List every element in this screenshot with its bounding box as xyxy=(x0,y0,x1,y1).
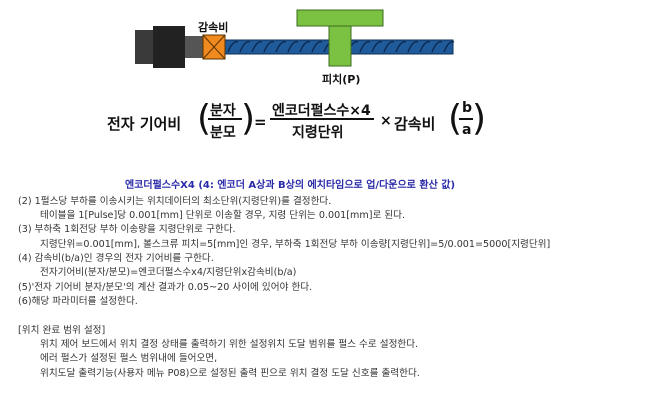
table-block xyxy=(296,9,384,67)
electronic-gear-formula: 전자 기어비 ( 분자 분모 ) = 엔코더펄스수×4 지령단위 × 감속비 (… xyxy=(107,98,487,141)
formula-ratio-label: 감속비 xyxy=(394,115,436,133)
frac3-denominator: a xyxy=(462,122,472,138)
formula-equals: = xyxy=(254,113,267,131)
section-line-3: 위치도달 출력기능(사용자 메뉴 P08)으로 설정된 출력 핀으로 위치 결정… xyxy=(40,368,420,379)
section-heading: [위치 완료 범위 설정] xyxy=(18,325,106,336)
step-6: (6)해당 파라미터를 설정한다. xyxy=(18,296,138,307)
motor xyxy=(135,26,203,68)
screw-shaft xyxy=(202,39,455,55)
frac1-denominator: 분모 xyxy=(210,125,236,141)
step-4-detail: 전자기어비(분자/분모)=엔코더펄스수x4/지령단위x감속비(b/a) xyxy=(40,267,297,278)
encoder-note: 엔코더펄스수X4 (4: 엔코더 A상과 B상의 에치타임으로 업/다운으로 환… xyxy=(124,180,456,191)
section-line-2: 에러 펄스가 설정된 펄스 범위내에 들어오면, xyxy=(40,353,218,364)
formula-times: × xyxy=(380,113,392,129)
step-2: (2) 1펄스당 부하를 이송시키는 위치데이터의 최소단위(지령단위)를 결정… xyxy=(18,196,332,207)
step-4: (4) 감속비(b/a)인 경우의 전자 기어비를 구한다. xyxy=(18,253,214,264)
gear-label: 감속비 xyxy=(198,21,229,34)
reduction-gear xyxy=(202,34,226,60)
pitch-label: 피치(P) xyxy=(322,73,361,86)
frac3-numerator: b xyxy=(462,100,473,116)
step-2-detail: 테이블을 1[Pulse]당 0.001[mm] 단위로 이송할 경우, 지령 … xyxy=(40,210,406,221)
frac1-numerator: 분자 xyxy=(210,103,236,119)
step-3: (3) 부하축 1회전당 부하 이송량을 지령단위로 구한다. xyxy=(18,224,236,235)
formula-lhs: 전자 기어비 xyxy=(107,115,182,133)
step-3-detail: 지령단위=0.001[mm], 볼스크류 피치=5[mm]인 경우, 부하축 1… xyxy=(40,239,551,250)
section-line-1: 위치 제어 보드에서 위치 결정 상태를 출력하기 위한 설정위치 도달 범위를… xyxy=(40,339,419,350)
mechanism-diagram xyxy=(135,9,455,68)
frac2-numerator: 엔코더펄스수×4 xyxy=(272,103,371,119)
frac2-denominator: 지령단위 xyxy=(292,125,344,141)
procedure-text: (2) 1펄스당 부하를 이송시키는 위치데이터의 최소단위(지령단위)를 결정… xyxy=(0,195,650,395)
step-5: (5)'전자 기어비 분자/분모'의 계산 결과가 0.05~20 사이에 있어… xyxy=(18,282,313,293)
